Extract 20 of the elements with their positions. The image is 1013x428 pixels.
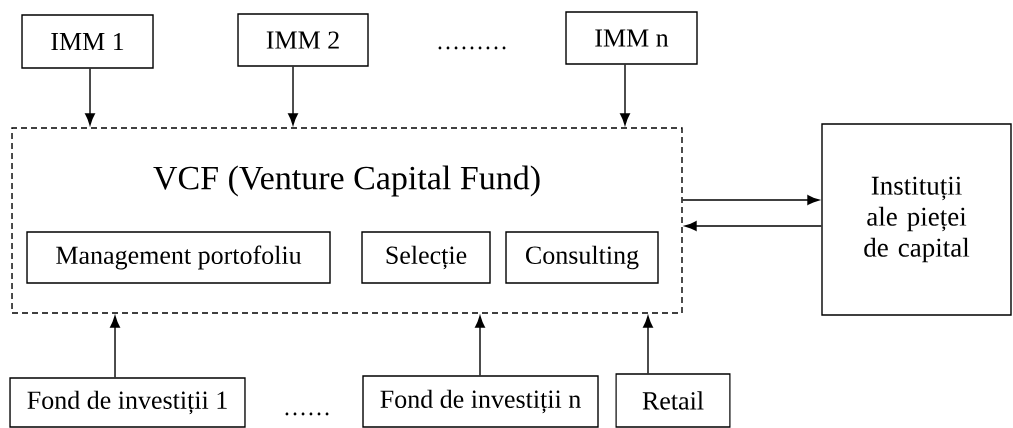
process-box: Management portofoliu — [26, 231, 331, 284]
arrow — [643, 315, 653, 374]
ellipsis: …… — [285, 412, 329, 416]
arrow — [288, 66, 298, 126]
arrow — [620, 64, 630, 126]
arrow — [110, 315, 120, 378]
process-box: Fond de investiții n — [362, 375, 599, 428]
arrow — [475, 315, 485, 376]
process-box: Fond de investiții 1 — [9, 377, 246, 428]
institution-box: Instituții ale pieței de capital — [821, 123, 1012, 316]
ellipsis: ……… — [438, 46, 506, 50]
process-box: Selecție — [361, 231, 491, 284]
process-box: Retail — [615, 373, 731, 428]
arrow — [684, 221, 822, 231]
process-box: IMM 2 — [237, 13, 369, 67]
arrow — [682, 195, 820, 205]
process-box: IMM 1 — [21, 14, 154, 69]
arrow — [85, 68, 95, 126]
process-box: IMM n — [565, 11, 698, 65]
process-box: Consulting — [505, 231, 659, 284]
